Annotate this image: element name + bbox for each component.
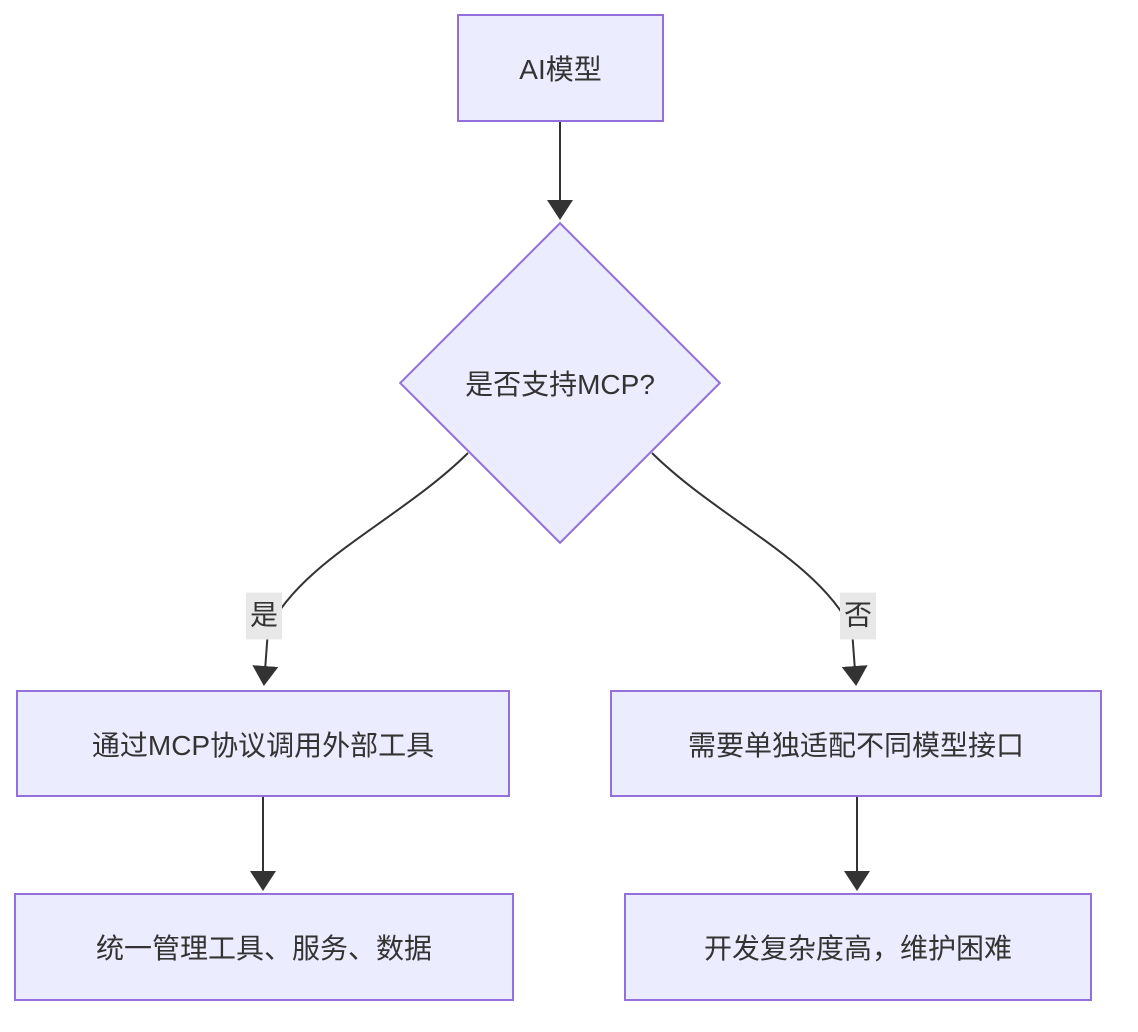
edge-decision-no (651, 452, 868, 686)
node-decision-label: 是否支持MCP? (465, 369, 655, 400)
node-ai-model-label: AI模型 (519, 54, 602, 85)
edge-decision-yes (252, 452, 469, 686)
node-mcp-no: 需要单独适配不同模型接口 (610, 690, 1102, 797)
node-mcp-no-label: 需要单独适配不同模型接口 (687, 729, 1024, 761)
node-no-result-label: 开发复杂度高，维护困难 (703, 933, 1012, 964)
node-no-result: 开发复杂度高，维护困难 (624, 893, 1092, 1001)
node-ai-model: AI模型 (457, 14, 664, 122)
edge-label-no: 否 (839, 592, 877, 640)
node-mcp-yes-label: 通过MCP协议调用外部工具 (91, 729, 435, 761)
node-mcp-yes: 通过MCP协议调用外部工具 (16, 690, 510, 797)
node-decision: 是否支持MCP? (410, 355, 710, 411)
edge-label-yes: 是 (245, 592, 283, 640)
node-yes-result-label: 统一管理工具、服务、数据 (95, 933, 432, 964)
node-yes-result: 统一管理工具、服务、数据 (14, 893, 514, 1001)
